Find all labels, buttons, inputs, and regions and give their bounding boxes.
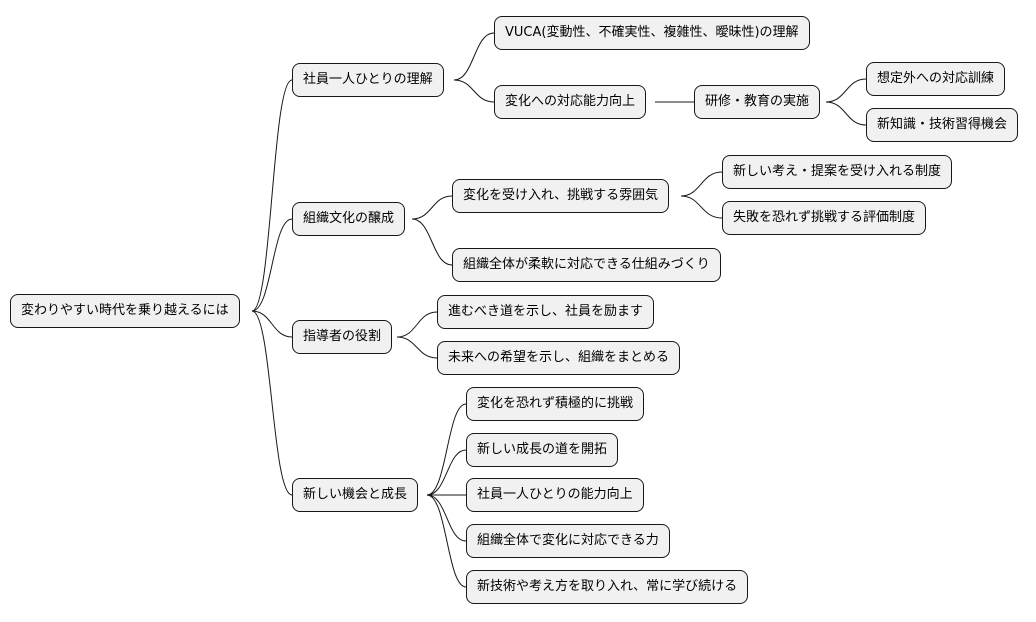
node-fearless-evaluation-system: 失敗を恐れず挑戦する評価制度 [722,201,927,235]
node-training-education: 研修・教育の実施 [694,85,821,119]
link-b4-c4 [426,494,467,542]
link-root-b4 [251,310,293,496]
link-b2-c1 [411,195,453,220]
node-adaptability-improvement: 変化への対応能力向上 [494,85,647,119]
node-challenge-actively: 変化を恐れず積極的に挑戦 [466,387,645,421]
node-vuca-understanding: VUCA(変動性、不確実性、複雑性、曖昧性)の理解 [494,16,810,50]
link-b2c1-c12 [680,195,723,219]
node-unexpected-training: 想定外への対応訓練 [866,62,1006,96]
node-continuous-learning: 新技術や考え方を取り入れ、常に学び続ける [466,570,749,604]
node-individual-ability: 社員一人ひとりの能力向上 [466,478,644,512]
link-root-b3 [251,310,293,338]
node-new-knowledge-opportunity: 新知識・技術習得機会 [866,108,1019,142]
node-flexible-mechanism: 組織全体が柔軟に対応できる仕組みづくり [452,248,721,282]
root-node: 変わりやすい時代を乗り越えるには [10,294,240,328]
link-b1-c1 [453,32,495,81]
branch-leader-role: 指導者の役割 [292,320,393,354]
node-show-hope: 未来への希望を示し、組織をまとめる [437,341,681,375]
link-b3-c2 [396,336,438,359]
node-embrace-change-atmosphere: 変化を受け入れ、挑戦する雰囲気 [452,179,670,213]
link-b2-c2 [411,218,453,266]
link-c21-c211 [825,78,867,103]
node-new-growth-path: 新しい成長の道を開拓 [466,433,619,467]
branch-organizational-culture: 組織文化の醸成 [292,202,406,236]
node-new-ideas-system: 新しい考え・提案を受け入れる制度 [722,155,953,189]
branch-employee-understanding: 社員一人ひとりの理解 [292,63,444,97]
link-c21-c212 [825,101,867,126]
link-b4-c1 [426,403,467,496]
node-organization-adaptability: 組織全体で変化に対応できる力 [466,524,670,558]
link-b1-c2 [453,79,495,103]
node-show-direction: 進むべき道を示し、社員を励ます [437,295,655,329]
link-b2c1-c11 [680,171,723,197]
link-b4-c2 [426,449,467,496]
link-b3-c1 [396,311,438,338]
link-root-b2 [251,218,293,312]
link-root-b1 [251,79,293,312]
branch-new-opportunity-growth: 新しい機会と成長 [292,478,419,512]
link-b4-c5 [426,494,467,588]
